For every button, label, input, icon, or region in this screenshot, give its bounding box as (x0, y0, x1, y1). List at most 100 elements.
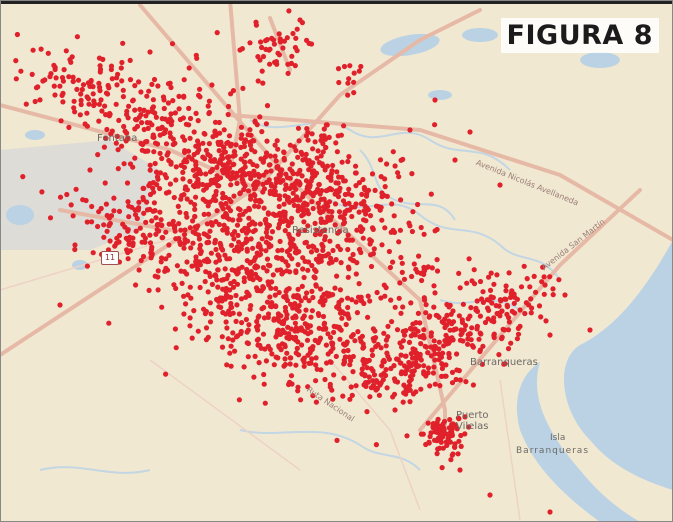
incident-point[interactable] (182, 157, 188, 163)
incident-point[interactable] (432, 228, 438, 234)
incident-point[interactable] (320, 247, 326, 253)
incident-point[interactable] (288, 373, 295, 379)
incident-point[interactable] (299, 283, 305, 289)
incident-point[interactable] (193, 110, 199, 116)
incident-point[interactable] (51, 83, 57, 89)
incident-point[interactable] (367, 298, 373, 304)
incident-point[interactable] (431, 283, 437, 289)
incident-point[interactable] (539, 279, 545, 285)
incident-point[interactable] (313, 399, 319, 405)
incident-point[interactable] (291, 202, 297, 208)
incident-point[interactable] (157, 209, 163, 215)
incident-point[interactable] (212, 272, 218, 278)
incident-point[interactable] (281, 201, 287, 207)
incident-point[interactable] (59, 92, 65, 98)
incident-point[interactable] (78, 91, 84, 97)
incident-point[interactable] (303, 151, 309, 157)
incident-point[interactable] (370, 251, 376, 257)
incident-point[interactable] (64, 191, 70, 198)
incident-point[interactable] (272, 142, 278, 148)
incident-point[interactable] (304, 184, 311, 190)
incident-point[interactable] (290, 171, 296, 177)
incident-point[interactable] (299, 213, 305, 219)
incident-point[interactable] (224, 215, 230, 221)
incident-point[interactable] (432, 290, 438, 296)
incident-point[interactable] (246, 205, 252, 211)
incident-point[interactable] (153, 114, 159, 120)
incident-point[interactable] (57, 83, 63, 89)
incident-point[interactable] (379, 217, 385, 223)
incident-point[interactable] (459, 319, 466, 326)
incident-point[interactable] (212, 240, 218, 246)
incident-point[interactable] (150, 132, 156, 138)
incident-point[interactable] (127, 234, 133, 240)
incident-point[interactable] (415, 310, 421, 316)
incident-point[interactable] (300, 266, 306, 272)
incident-point[interactable] (449, 421, 455, 428)
incident-point[interactable] (404, 367, 410, 373)
incident-point[interactable] (356, 209, 362, 215)
incident-point[interactable] (153, 140, 159, 146)
incident-point[interactable] (264, 256, 271, 262)
incident-point[interactable] (305, 267, 311, 273)
incident-point[interactable] (244, 269, 250, 276)
incident-point[interactable] (58, 118, 64, 124)
incident-point[interactable] (187, 284, 193, 290)
incident-point[interactable] (272, 153, 278, 159)
incident-point[interactable] (168, 134, 174, 140)
incident-point[interactable] (108, 131, 114, 137)
incident-point[interactable] (366, 374, 372, 380)
incident-point[interactable] (260, 331, 267, 337)
incident-point[interactable] (333, 188, 340, 194)
incident-point[interactable] (47, 215, 54, 221)
incident-point[interactable] (222, 252, 228, 258)
incident-point[interactable] (401, 276, 408, 282)
incident-point[interactable] (312, 232, 318, 238)
incident-point[interactable] (328, 359, 334, 365)
incident-point[interactable] (203, 232, 209, 238)
incident-point[interactable] (238, 124, 245, 130)
incident-point[interactable] (79, 86, 85, 93)
incident-point[interactable] (186, 65, 192, 71)
incident-point[interactable] (521, 263, 527, 269)
incident-point[interactable] (230, 170, 236, 176)
incident-point[interactable] (463, 379, 469, 385)
incident-point[interactable] (499, 336, 505, 342)
incident-point[interactable] (421, 363, 427, 369)
incident-point[interactable] (332, 222, 338, 228)
incident-point[interactable] (354, 260, 360, 266)
incident-point[interactable] (172, 110, 178, 116)
incident-point[interactable] (373, 344, 379, 350)
incident-point[interactable] (155, 287, 161, 293)
incident-point[interactable] (271, 188, 277, 194)
incident-point[interactable] (407, 399, 413, 405)
incident-point[interactable] (299, 151, 305, 157)
incident-point[interactable] (253, 197, 259, 203)
incident-point[interactable] (87, 167, 93, 173)
incident-point[interactable] (383, 367, 389, 373)
incident-point[interactable] (158, 217, 164, 223)
incident-point[interactable] (422, 297, 428, 303)
incident-point[interactable] (230, 284, 237, 290)
incident-point[interactable] (179, 280, 185, 286)
incident-point[interactable] (339, 174, 345, 180)
incident-point[interactable] (260, 53, 267, 60)
incident-point[interactable] (259, 68, 265, 74)
incident-point[interactable] (280, 177, 286, 184)
incident-point[interactable] (337, 326, 343, 332)
incident-point[interactable] (104, 126, 110, 133)
incident-point[interactable] (157, 150, 163, 156)
incident-point[interactable] (479, 361, 485, 367)
incident-point[interactable] (362, 372, 368, 378)
incident-point[interactable] (73, 186, 79, 192)
incident-point[interactable] (398, 352, 404, 358)
incident-point[interactable] (318, 153, 324, 159)
incident-point[interactable] (401, 332, 408, 338)
incident-point[interactable] (287, 166, 293, 172)
incident-point[interactable] (91, 102, 97, 109)
incident-point[interactable] (202, 156, 208, 162)
incident-points[interactable] (13, 8, 593, 515)
incident-point[interactable] (68, 59, 74, 65)
incident-point[interactable] (168, 122, 174, 128)
incident-point[interactable] (443, 332, 449, 338)
